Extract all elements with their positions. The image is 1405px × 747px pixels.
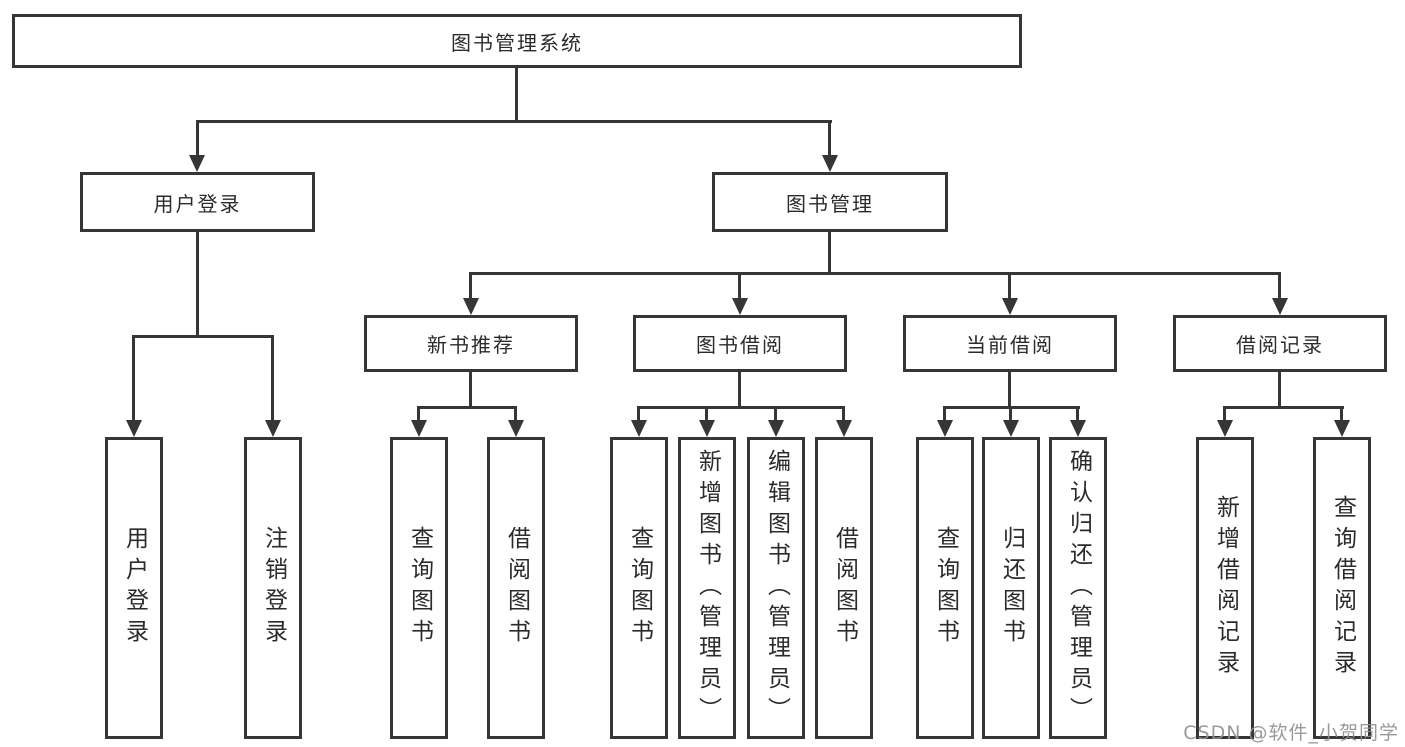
connector-new-book-rec-bar xyxy=(417,406,517,409)
node-label: 借阅记录 xyxy=(1236,333,1324,357)
arrowhead-leaf-user-login xyxy=(126,420,142,437)
node-label: 注销登录 xyxy=(260,526,287,650)
arrowhead-leaf xyxy=(699,420,715,437)
connector-leaf xyxy=(774,406,777,422)
node-label: 图书管理 xyxy=(786,191,874,216)
connector-leaf xyxy=(1076,406,1079,422)
connector-current-borrow-stem xyxy=(1008,372,1011,409)
connector-leaf xyxy=(705,406,708,422)
arrowhead-leaf xyxy=(411,420,427,437)
node-label: 新书推荐 xyxy=(427,333,515,357)
arrowhead-current-borrow xyxy=(1002,298,1018,315)
leaf-user-login: 用户登录 xyxy=(105,437,163,739)
csdn-watermark: CSDN @软件_小贺同学 xyxy=(1183,722,1399,744)
node-label: 查询图书 xyxy=(932,526,959,650)
leaf-query-book-under-new-rec: 查询图书 xyxy=(390,437,448,739)
connector-new-book-rec-stem xyxy=(469,372,472,409)
connector-leaf xyxy=(637,406,640,422)
node-label: 查询借阅记录 xyxy=(1329,495,1356,681)
leaf-edit-book-admin: 编辑图书（管理员） xyxy=(747,437,805,739)
leaf-borrow-book-under-new-rec: 借阅图书 xyxy=(487,437,545,739)
leaf-confirm-return-admin: 确认归还（管理员） xyxy=(1049,437,1107,739)
arrowhead-user-login xyxy=(189,155,205,172)
node-label: 图书管理系统 xyxy=(451,30,583,55)
connector-to-borrow-record xyxy=(1278,272,1281,300)
leaf-logout: 注销登录 xyxy=(244,437,302,739)
connector-to-new-book-rec xyxy=(469,272,472,300)
node-label: 图书借阅 xyxy=(696,333,784,357)
node-label: 查询图书 xyxy=(406,526,433,650)
connector-book-mgmt-bar xyxy=(469,272,1281,275)
arrowhead-book-mgmt xyxy=(822,155,838,172)
leaf-borrow-book-under-borrow: 借阅图书 xyxy=(815,437,873,739)
arrowhead-leaf xyxy=(1217,420,1233,437)
connector-leaf xyxy=(1340,406,1343,422)
connector-to-user-login xyxy=(196,120,199,157)
node-label: 用户登录 xyxy=(153,191,242,216)
connector-leaf xyxy=(943,406,946,422)
node-label: 归还图书 xyxy=(998,526,1025,650)
connector-to-book-mgmt xyxy=(828,120,831,157)
node-label: 当前借阅 xyxy=(966,333,1054,357)
arrowhead-leaf xyxy=(508,420,524,437)
connector-leaf xyxy=(514,406,517,422)
arrowhead-new-book-rec xyxy=(463,298,479,315)
connector-root-stem xyxy=(515,68,518,121)
node-label: 编辑图书（管理员） xyxy=(763,448,790,728)
leaf-query-book-under-current: 查询图书 xyxy=(916,437,974,739)
arrowhead-leaf xyxy=(937,420,953,437)
connector-to-current-borrow xyxy=(1008,272,1011,300)
arrowhead-book-borrow xyxy=(732,298,748,315)
arrowhead-leaf-logout xyxy=(265,420,281,437)
connector-user-login-stem xyxy=(196,232,199,338)
node-book-borrow: 图书借阅 xyxy=(633,315,847,372)
connector-book-borrow-bar xyxy=(637,406,845,409)
connector-to-book-borrow xyxy=(738,272,741,300)
arrowhead-leaf xyxy=(836,420,852,437)
node-label: 新增借阅记录 xyxy=(1212,495,1239,681)
arrowhead-leaf xyxy=(1070,420,1086,437)
node-label: 借阅图书 xyxy=(831,526,858,650)
connector-leaf xyxy=(417,406,420,422)
connector-book-borrow-stem xyxy=(738,372,741,409)
leaf-query-book-under-borrow: 查询图书 xyxy=(610,437,668,739)
node-borrow-record: 借阅记录 xyxy=(1173,315,1387,372)
node-current-borrow: 当前借阅 xyxy=(903,315,1117,372)
node-label: 新增图书（管理员） xyxy=(694,448,721,728)
arrowhead-leaf xyxy=(1334,420,1350,437)
connector-leaf xyxy=(842,406,845,422)
arrowhead-leaf xyxy=(1003,420,1019,437)
connector-to-leaf-user-login xyxy=(132,335,135,420)
node-label: 查询图书 xyxy=(626,526,653,650)
leaf-return-book: 归还图书 xyxy=(982,437,1040,739)
connector-leaf xyxy=(1009,406,1012,422)
node-label: 借阅图书 xyxy=(503,526,530,650)
connector-book-mgmt-stem xyxy=(828,232,831,275)
connector-borrow-record-stem xyxy=(1278,372,1281,409)
connector-to-leaf-logout xyxy=(271,335,274,420)
connector-root-branch-bar xyxy=(196,120,832,123)
leaf-add-book-admin: 新增图书（管理员） xyxy=(678,437,736,739)
node-root-library-system: 图书管理系统 xyxy=(12,14,1022,68)
arrowhead-leaf xyxy=(768,420,784,437)
arrowhead-leaf xyxy=(631,420,647,437)
connector-leaf xyxy=(1223,406,1226,422)
leaf-query-borrow-record: 查询借阅记录 xyxy=(1313,437,1371,739)
arrowhead-borrow-record xyxy=(1272,298,1288,315)
node-book-mgmt: 图书管理 xyxy=(712,172,948,232)
connector-borrow-record-bar xyxy=(1223,406,1344,409)
leaf-add-borrow-record: 新增借阅记录 xyxy=(1196,437,1254,739)
node-new-book-rec: 新书推荐 xyxy=(364,315,578,372)
node-label: 确认归还（管理员） xyxy=(1065,448,1092,728)
connector-user-login-bar xyxy=(132,335,274,338)
node-label: 用户登录 xyxy=(121,526,148,650)
node-user-login: 用户登录 xyxy=(80,172,315,232)
